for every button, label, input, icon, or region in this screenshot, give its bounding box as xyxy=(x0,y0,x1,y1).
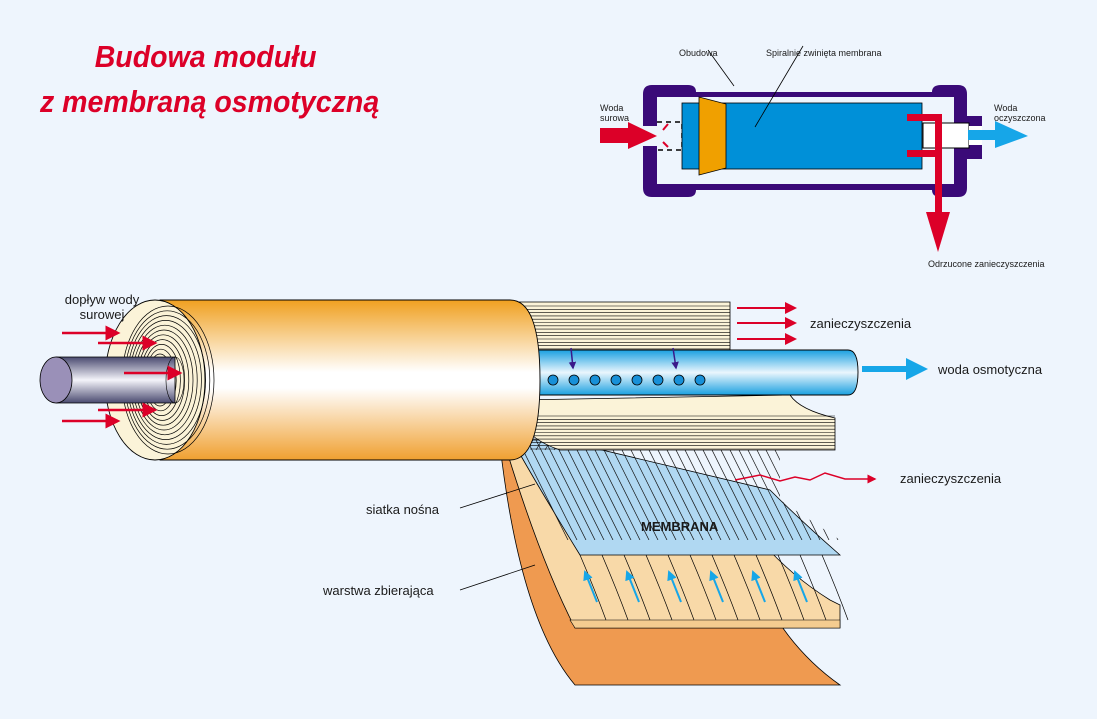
collector-rib xyxy=(755,554,783,621)
rejected-contaminants-label: Odrzucone zanieczyszczenia xyxy=(928,259,1045,269)
tube-hole xyxy=(610,374,622,386)
mesh-strand xyxy=(733,440,785,540)
collector-rib xyxy=(821,554,849,621)
mesh-strand xyxy=(589,440,641,540)
permeate-flow-arrow xyxy=(709,570,724,603)
outlet-fitting xyxy=(922,122,970,149)
collector-layer-label: warstwa zbierająca xyxy=(322,583,434,598)
mesh-strand xyxy=(562,440,614,540)
tube-hole xyxy=(589,374,601,386)
mesh-strand xyxy=(742,440,794,540)
collector-rib xyxy=(601,554,629,621)
collector-rib xyxy=(645,554,673,621)
mesh-strand xyxy=(625,440,677,540)
mesh-strand xyxy=(652,440,704,540)
tube-hole xyxy=(652,374,664,386)
mesh-strand xyxy=(805,440,840,540)
raw-water-label-2: surowa xyxy=(600,113,629,123)
schematic-diagram: Obudowa Spiralnie zwinięta membrana Woda… xyxy=(600,45,1046,269)
mesh-strand xyxy=(607,440,659,540)
mesh-strand xyxy=(634,440,686,540)
contaminants-arrows xyxy=(737,302,797,345)
contaminants-wave-arrow xyxy=(734,472,877,484)
permeate-flow-arrow xyxy=(583,570,598,603)
reject-arrow xyxy=(926,212,950,252)
osmotic-water-label: woda osmotyczna xyxy=(937,362,1043,377)
contaminants-top-label: zanieczyszczenia xyxy=(810,316,912,331)
mesh-strand xyxy=(544,440,596,540)
title-line-1: Budowa modułu xyxy=(94,39,317,74)
mesh-strand xyxy=(842,440,848,450)
diagram-title: Budowa modułu z membraną osmotyczną xyxy=(40,34,380,124)
mesh-strand xyxy=(688,440,740,540)
membrane-roll-label: Spiralnie zwinięta membrana xyxy=(766,48,882,58)
mesh-strand xyxy=(571,440,623,540)
tube-hole xyxy=(568,374,580,386)
permeate-flow-arrow xyxy=(667,570,682,603)
mesh-strand xyxy=(751,440,803,540)
mesh-strand xyxy=(598,440,650,540)
collector-rib xyxy=(733,554,761,621)
tube-hole xyxy=(547,374,559,386)
raw-water-inlet-arrow xyxy=(600,122,657,149)
end-cap xyxy=(698,96,727,176)
mesh-strand xyxy=(842,440,892,540)
membrane-sheet xyxy=(511,439,842,556)
mesh-strand xyxy=(715,440,767,540)
mesh-strand xyxy=(851,440,857,450)
raw-water-feed-label-1: dopływ wody xyxy=(65,292,140,307)
housing-label: Obudowa xyxy=(679,48,718,58)
membrane-module-illustration: dopływ wody surowej zanieczyszczenia wod… xyxy=(39,292,1043,686)
feed-arrows xyxy=(62,325,183,429)
mesh-strand xyxy=(580,440,632,540)
mesh-strand xyxy=(616,440,668,540)
purified-water-outlet-arrow xyxy=(968,121,1028,148)
membrane-label: MEMBRANA xyxy=(641,519,719,534)
mesh-strand xyxy=(823,440,840,540)
mesh-strand xyxy=(724,440,776,540)
mesh-strand xyxy=(706,440,758,540)
collector-rib xyxy=(689,554,717,621)
raw-water-label-1: Woda xyxy=(600,103,623,113)
mesh-strand xyxy=(553,440,605,540)
collector-rib xyxy=(667,554,695,621)
collector-rib xyxy=(777,554,805,621)
support-spacer-label: siatka nośna xyxy=(366,502,440,517)
collector-rib xyxy=(799,554,827,621)
collector-rib xyxy=(623,554,651,621)
mesh-strand xyxy=(661,440,713,540)
mesh-strand xyxy=(814,440,840,540)
contaminants-middle-label: zanieczyszczenia xyxy=(900,471,1002,486)
raw-water-feed-label-2: surowej xyxy=(80,307,125,322)
mesh-strand xyxy=(697,440,749,540)
collector-rib xyxy=(711,554,739,621)
title-line-2: z membraną osmotyczną xyxy=(40,84,380,119)
mesh-strand xyxy=(517,440,569,540)
osmotic-water-arrow xyxy=(862,358,928,380)
mesh-strand xyxy=(535,440,587,540)
tube-hole xyxy=(631,374,643,386)
central-rod xyxy=(55,356,176,404)
tube-hole xyxy=(673,374,685,386)
permeate-collection-tube xyxy=(529,349,859,396)
mesh-strand xyxy=(643,440,695,540)
mesh-strand xyxy=(851,440,901,540)
permeate-flow-arrow xyxy=(625,570,640,603)
permeate-flow-arrow xyxy=(793,570,808,603)
collector-rib xyxy=(579,554,607,621)
mesh-strand xyxy=(526,440,578,540)
rod-end xyxy=(39,356,73,404)
purified-water-label-1: Woda xyxy=(994,103,1017,113)
mesh-strand xyxy=(832,440,840,540)
tube-hole xyxy=(694,374,706,386)
purified-water-label-2: oczyszczona xyxy=(994,113,1046,123)
permeate-flow-arrow xyxy=(751,570,766,603)
mesh-strand xyxy=(670,440,722,540)
mesh-strand xyxy=(679,440,731,540)
module-cylinder xyxy=(159,299,541,461)
